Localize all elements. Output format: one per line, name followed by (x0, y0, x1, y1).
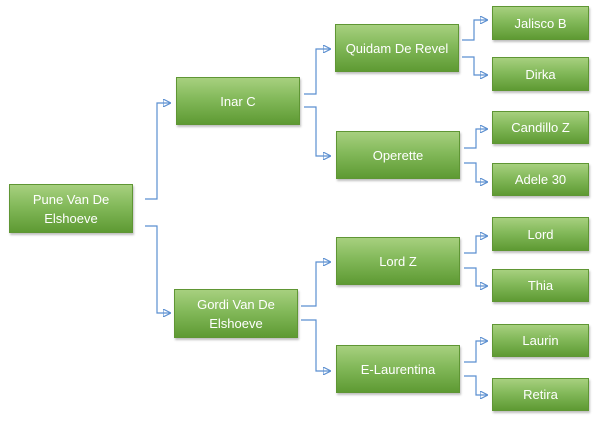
connector-dd-dam (464, 375, 487, 395)
node-root-label: Pune Van De Elshoeve (32, 191, 110, 226)
node-dd-dam: Retira (492, 378, 589, 411)
connector-sd-sire (464, 129, 487, 149)
node-dam-sire: Lord Z (336, 237, 460, 285)
node-ss-sire: Jalisco B (492, 6, 589, 40)
node-sire-dam: Operette (336, 131, 460, 179)
node-root: Pune Van De Elshoeve (9, 184, 133, 233)
connector-dam-dam (301, 319, 330, 371)
node-dd-sire-label: Laurin (522, 333, 559, 348)
node-ss-dam: Dirka (492, 57, 589, 91)
connector-root-dam (145, 225, 170, 313)
node-sd-dam: Adele 30 (492, 163, 589, 196)
node-ds-sire-label: Lord (527, 226, 554, 242)
connector-ds-sire (464, 236, 487, 254)
connector-ss-dam (462, 56, 487, 75)
node-sire-sire: Quidam De Revel (335, 24, 459, 72)
node-dam: Gordi Van De Elshoeve (174, 289, 298, 338)
node-sd-dam-label: Adele 30 (514, 172, 567, 187)
node-ds-dam: Thia (492, 269, 589, 302)
node-dam-label: Gordi Van De Elshoeve (197, 296, 275, 331)
node-dam-dam: E-Laurentina (336, 345, 460, 393)
node-dd-sire: Laurin (492, 324, 589, 357)
node-ss-dam-label: Dirka (525, 66, 556, 82)
connector-ds-dam (464, 267, 487, 286)
connector-ss-sire (462, 20, 487, 41)
node-ds-sire: Lord (492, 217, 589, 251)
node-ss-sire-label: Jalisco B (514, 15, 567, 31)
connector-dam-sire (301, 262, 330, 307)
connector-dd-sire (464, 341, 487, 363)
node-sd-sire: Candillo Z (492, 111, 589, 144)
connector-root-sire (145, 103, 170, 200)
node-sd-sire-label: Candillo Z (511, 120, 570, 135)
node-dd-dam-label: Retira (523, 387, 558, 402)
node-sire-label: Inar C (220, 93, 256, 109)
node-ds-dam-label: Thia (527, 278, 554, 293)
connector-sd-dam (464, 162, 487, 182)
connector-sire-sire (304, 49, 330, 95)
node-dam-sire-label: Lord Z (379, 253, 417, 269)
node-sire: Inar C (176, 77, 300, 125)
node-sire-sire-label: Quidam De Revel (345, 40, 449, 56)
node-sire-dam-label: Operette (372, 147, 424, 163)
connector-sire-dam (304, 106, 330, 156)
node-dam-dam-label: E-Laurentina (360, 361, 436, 377)
